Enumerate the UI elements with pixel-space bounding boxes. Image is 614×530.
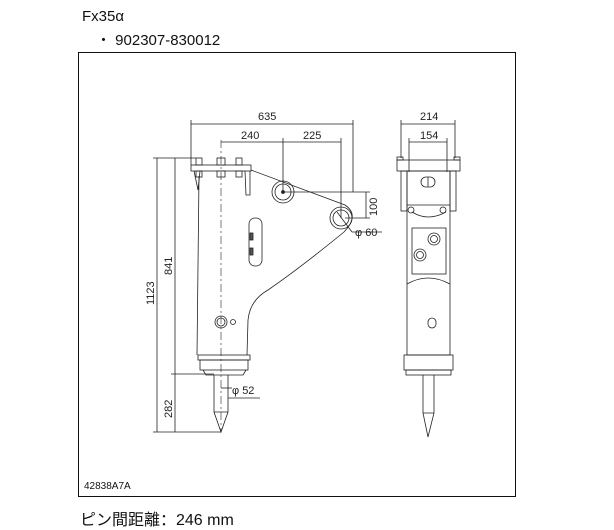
dim-841: 841 [163, 257, 175, 275]
dim-100: 100 [368, 198, 380, 216]
dim-240: 240 [241, 130, 259, 142]
pin-distance: ピン間距離：246 mm [80, 512, 234, 529]
dim-282: 282 [163, 400, 175, 418]
drawing-frame [78, 52, 516, 497]
drawing-code: 42838A7A [84, 481, 131, 492]
dim-1123: 1123 [145, 281, 157, 305]
dim-214: 214 [420, 111, 438, 123]
dim-225: 225 [303, 130, 321, 142]
dim-pin-diameter: φ 60 [355, 227, 377, 239]
dim-635: 635 [258, 111, 276, 123]
dim-154: 154 [420, 130, 438, 142]
model-title: Fx35α [82, 8, 125, 25]
part-number: ・ 902307-830012 [96, 32, 221, 49]
front-view [396, 120, 461, 438]
side-view [153, 120, 382, 434]
dim-tool-diameter: φ 52 [232, 385, 254, 397]
